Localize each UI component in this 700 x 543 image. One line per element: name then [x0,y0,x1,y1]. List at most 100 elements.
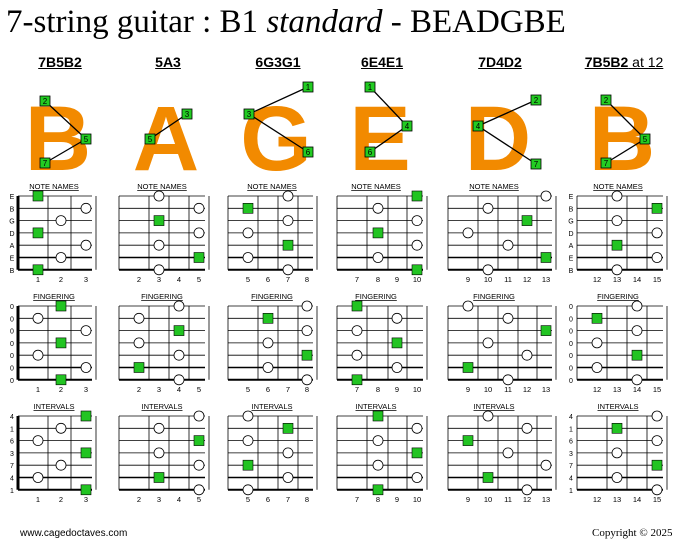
root-marker [462,435,474,446]
note-marker [482,337,494,349]
fret-number: 7 [355,495,359,504]
string-badge-number: 5 [84,135,89,144]
note-marker [282,190,294,202]
fret-number: 15 [653,275,661,284]
note-marker [282,447,294,459]
string-badge-number: 1 [368,83,373,92]
note-marker [462,227,474,239]
fret-number: 2 [137,495,141,504]
open-string-label: 0 [10,341,14,348]
note-marker [173,374,185,386]
string-badge [639,133,651,145]
string-badge-number: 5 [643,135,648,144]
fret-number: 6 [266,275,270,284]
root-marker [351,300,363,312]
fret-number: 8 [305,275,309,284]
fret-number: 12 [523,385,531,394]
fret-number: 7 [355,275,359,284]
fret-number: 7 [286,275,290,284]
shape-arrow [369,86,408,127]
string-badge [600,157,612,169]
root-marker [411,190,423,202]
string-badge-number: 6 [368,148,373,157]
string-badge-number: 3 [185,110,190,119]
open-string-label: B [569,268,574,275]
string-badge-number: 7 [604,159,609,168]
fret-number: 5 [197,275,201,284]
note-marker [351,325,363,337]
open-string-label: B [569,206,574,213]
open-string-label: 0 [569,341,573,348]
section-title: FINGERING [473,292,515,301]
fret-number: 9 [466,385,470,394]
shape-label-suffix: at 12 [628,54,664,70]
root-marker [193,252,205,263]
fret-number: 14 [633,495,641,504]
note-marker [372,459,384,471]
root-marker [153,215,165,226]
root-marker [372,484,384,496]
fret-number: 13 [613,275,621,284]
string-badge-number: 4 [405,122,410,131]
open-string-label: 1 [569,488,573,495]
fret-number: 13 [613,495,621,504]
shape-arrow [44,138,87,164]
fret-number: 1 [36,385,40,394]
section-title: FINGERING [597,292,639,301]
open-string-label: E [569,256,574,263]
open-string-label: 1 [10,426,14,433]
note-marker [282,472,294,483]
section-title: FINGERING [33,292,75,301]
fret-number: 15 [653,495,661,504]
note-marker [242,484,254,496]
note-marker [80,325,92,337]
caged-letter: E [349,88,410,184]
root-marker [80,484,92,496]
note-marker [55,422,67,434]
note-marker [242,252,254,263]
open-string-label: 7 [569,463,573,470]
string-badge [401,120,413,132]
note-marker [32,472,44,483]
fret-number: 12 [523,495,531,504]
shape-arrow [248,86,309,115]
fret-number: 10 [413,495,421,504]
shape-label-7B5B2-12: 7B5B2 at 12 [585,54,664,70]
string-badge [39,95,51,107]
fret-number: 8 [376,275,380,284]
fret-number: 8 [305,385,309,394]
letter-5A3: A35 [133,88,199,184]
shape-label-7D4D2: 7D4D2 [478,54,522,70]
note-marker [153,422,165,434]
note-marker [521,349,533,361]
open-string-label: E [569,194,574,201]
open-string-label: A [10,243,15,250]
shape-label-5A3: 5A3 [155,54,181,70]
open-string-label: 4 [10,476,14,483]
open-string-label: G [568,219,573,226]
fret-number: 4 [177,275,181,284]
section-title: NOTE NAMES [593,182,643,191]
fret-number: 3 [157,275,161,284]
root-marker [242,203,254,214]
open-string-label: A [569,243,574,250]
shape-arrow [605,138,646,164]
note-marker [540,459,552,471]
fret-number: 6 [266,385,270,394]
fret-number: 7 [355,385,359,394]
string-badge [80,133,92,145]
open-string-label: 6 [569,439,573,446]
note-marker [611,215,623,227]
open-string-label: E [10,194,15,201]
shape-label-text: 5A3 [155,54,181,70]
string-badge-number: 6 [306,148,311,157]
string-badge [302,81,314,93]
fret-number: 4 [177,385,181,394]
section-title: FINGERING [141,292,183,301]
fret-number: 12 [593,275,601,284]
note-marker [193,202,205,214]
